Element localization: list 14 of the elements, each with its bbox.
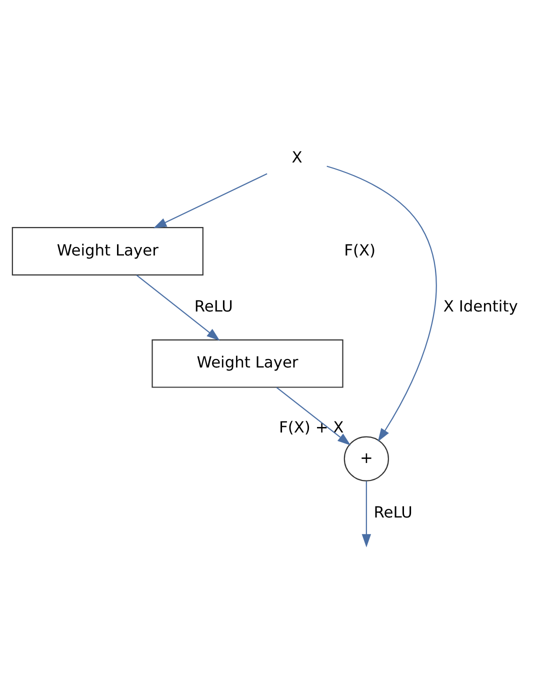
edge-label: X Identity: [443, 296, 518, 315]
arrow: [153, 172, 268, 228]
arrow: [136, 274, 220, 340]
arrow: [326, 165, 437, 442]
node-circle: +: [344, 436, 389, 481]
arrow: [362, 480, 372, 547]
node-box: Weight Layer: [12, 226, 204, 275]
node-label: F(X) + X: [279, 418, 344, 436]
arrow: [276, 386, 351, 445]
node-text: X: [292, 148, 302, 166]
label: F(X): [344, 240, 376, 259]
edge-label: ReLU: [194, 296, 233, 315]
node-box: Weight Layer: [152, 338, 344, 388]
edge-label: ReLU: [374, 502, 412, 521]
